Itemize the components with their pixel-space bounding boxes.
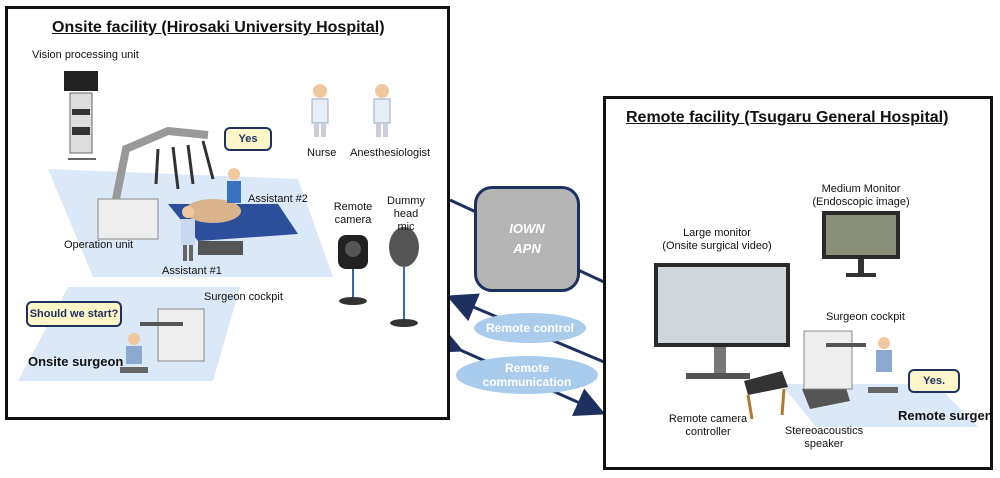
remote-surgeon-cockpit-label: Surgeon cockpit — [826, 311, 905, 323]
yes-speech-bubble: Yes — [224, 127, 272, 151]
anesthesiologist-label: Anesthesiologist — [350, 147, 431, 159]
onsite-facility-panel: Onsite facility (Hirosaki University Hos… — [5, 6, 450, 420]
iown-apn-node: IOWN APN — [474, 186, 580, 292]
operation-unit-label: Operation unit — [64, 239, 134, 251]
remote-camera-controller-device — [744, 371, 788, 420]
remote-title: Remote facility (Tsugaru General Hospita… — [626, 109, 949, 126]
iown-link-onsite — [449, 198, 477, 214]
robot-operation-unit-icon — [97, 126, 215, 240]
surgeon-cockpit-label: Surgeon cockpit — [204, 291, 283, 303]
iown-link-remote — [577, 268, 605, 284]
iown-label: IOWN — [509, 221, 545, 236]
endoscopic-image-label: (Endoscopic image) — [812, 196, 910, 208]
nurse-label: Nurse — [307, 147, 337, 159]
large-monitor-display — [654, 263, 790, 379]
remote-facility-panel: Remote facility (Tsugaru General Hospita… — [603, 96, 993, 470]
assistant-2-label: Assistant #2 — [248, 193, 308, 205]
remote-control-ellipse: Remote control — [474, 313, 586, 343]
assistant-1-label: Assistant #1 — [162, 265, 222, 277]
should-we-start-speech-bubble: Should we start? — [26, 301, 122, 327]
surgical-table-icon — [168, 199, 298, 255]
onsite-surgeon-cockpit-icon — [120, 308, 205, 373]
dummy-head-mic-device — [389, 227, 419, 327]
remote-camera-device — [338, 235, 368, 305]
anesthesiologist-figure — [373, 84, 391, 137]
remote-yes-speech-bubble: Yes. — [908, 369, 960, 393]
dummy-head-mic-label: Dummy head mic — [387, 195, 425, 233]
remote-camera-controller-label: Remote camera controller — [668, 413, 748, 438]
remote-floor — [654, 211, 978, 427]
remote-communication-ellipse: Remote communication — [456, 356, 598, 394]
onsite-title: Onsite facility (Hirosaki University Hos… — [52, 19, 385, 36]
assistant-1-figure — [181, 206, 195, 261]
stereoacoustics-speaker-label: Stereoacoustics speaker — [784, 425, 864, 450]
apn-label: APN — [513, 241, 541, 256]
vision-processing-unit-icon — [64, 71, 98, 160]
onsite-surgeon-label: Onsite surgeon — [28, 354, 124, 369]
remote-camera-label: Remote camera — [333, 201, 373, 226]
medium-monitor-label: Medium Monitor — [821, 183, 901, 195]
nurse-figure — [311, 84, 329, 137]
remote-surgeon-label: Remote surgen — [898, 408, 993, 423]
vision-processing-unit-label: Vision processing unit — [32, 49, 139, 61]
onsite-floor — [18, 71, 419, 381]
onsite-surgical-video-label: (Onsite surgical video) — [662, 240, 772, 252]
assistant-2-figure — [227, 168, 241, 203]
remote-surgeon-cockpit-icon — [803, 330, 898, 393]
large-monitor-label: Large monitor — [683, 227, 751, 239]
medium-monitor-display — [822, 211, 900, 277]
